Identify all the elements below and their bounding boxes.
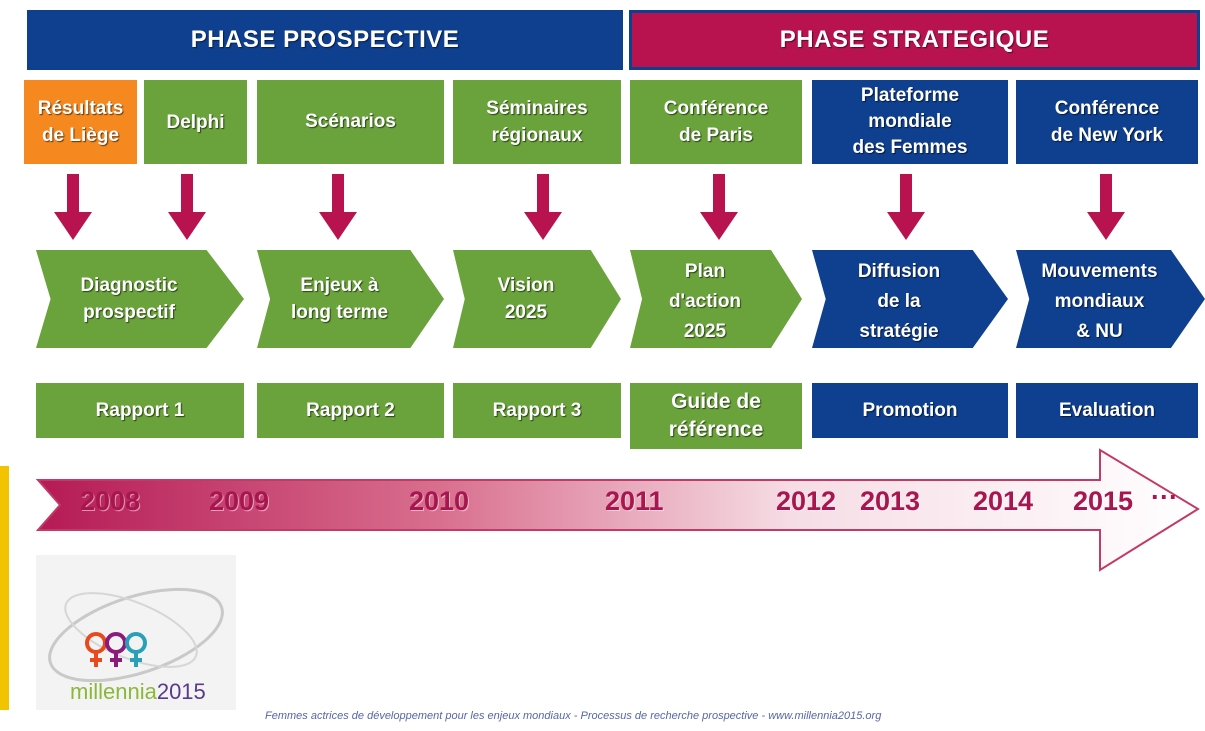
phase-strategique-header: PHASE STRATEGIQUE [629, 10, 1200, 70]
output-rapport-1: Rapport 1 [36, 383, 244, 438]
phase-prospective-header: PHASE PROSPECTIVE [27, 10, 623, 70]
year-2009: 2009 [209, 486, 270, 516]
output-rapport-3: Rapport 3 [453, 383, 621, 438]
box-conference-paris: Conférence de Paris [630, 80, 802, 164]
output-rapport-2: Rapport 2 [257, 383, 444, 438]
logo-rings-icon [48, 587, 224, 683]
millennia2015-logo: millennia2015 [36, 555, 236, 710]
down-arrow-icon [319, 174, 357, 240]
year-2013: 2013 [860, 486, 921, 516]
down-arrow-icon [54, 174, 92, 240]
year-2011: 2011 [605, 486, 664, 516]
down-arrow-icon [1087, 174, 1125, 240]
chevron-mouvements-mondiaux: Mouvements mondiaux & NU [1016, 250, 1205, 348]
chevron-diffusion-strategie: Diffusion de la stratégie [812, 250, 1008, 348]
box-scenarios: Scénarios [257, 80, 444, 164]
box-resultats-liege: Résultats de Liège [24, 80, 137, 164]
down-arrow-icon [524, 174, 562, 240]
down-arrow-icon [168, 174, 206, 240]
logo-text-main: millennia [70, 679, 157, 704]
output-promotion: Promotion [812, 383, 1008, 438]
chevron-plan-action-2025: Plan d'action 2025 [630, 250, 802, 348]
down-arrow-icon [887, 174, 925, 240]
logo-text-year: 2015 [156, 679, 206, 704]
year-ellipsis: ··· [1151, 482, 1178, 512]
output-evaluation: Evaluation [1016, 383, 1198, 438]
left-accent-bar [0, 466, 9, 710]
box-plateforme-mondiale: Plateforme mondiale des Femmes [812, 80, 1008, 164]
footer-caption: Femmes actrices de développement pour le… [265, 710, 882, 722]
year-2010: 2010 [409, 486, 470, 516]
year-2012: 2012 [776, 486, 837, 516]
chevron-vision-2025: Vision 2025 [453, 250, 621, 348]
down-arrow-icon [700, 174, 738, 240]
box-conference-new-york: Conférence de New York [1016, 80, 1198, 164]
chevron-diagnostic-prospectif: Diagnostic prospectif [36, 250, 244, 348]
chevron-enjeux-long-terme: Enjeux à long terme [257, 250, 444, 348]
box-delphi: Delphi [144, 80, 247, 164]
year-2015: 2015 [1073, 486, 1134, 516]
year-2008: 2008 [80, 486, 141, 516]
year-2014: 2014 [973, 486, 1034, 516]
box-seminaires-regionaux: Séminaires régionaux [453, 80, 621, 164]
output-guide-reference: Guide de référence [630, 383, 802, 449]
